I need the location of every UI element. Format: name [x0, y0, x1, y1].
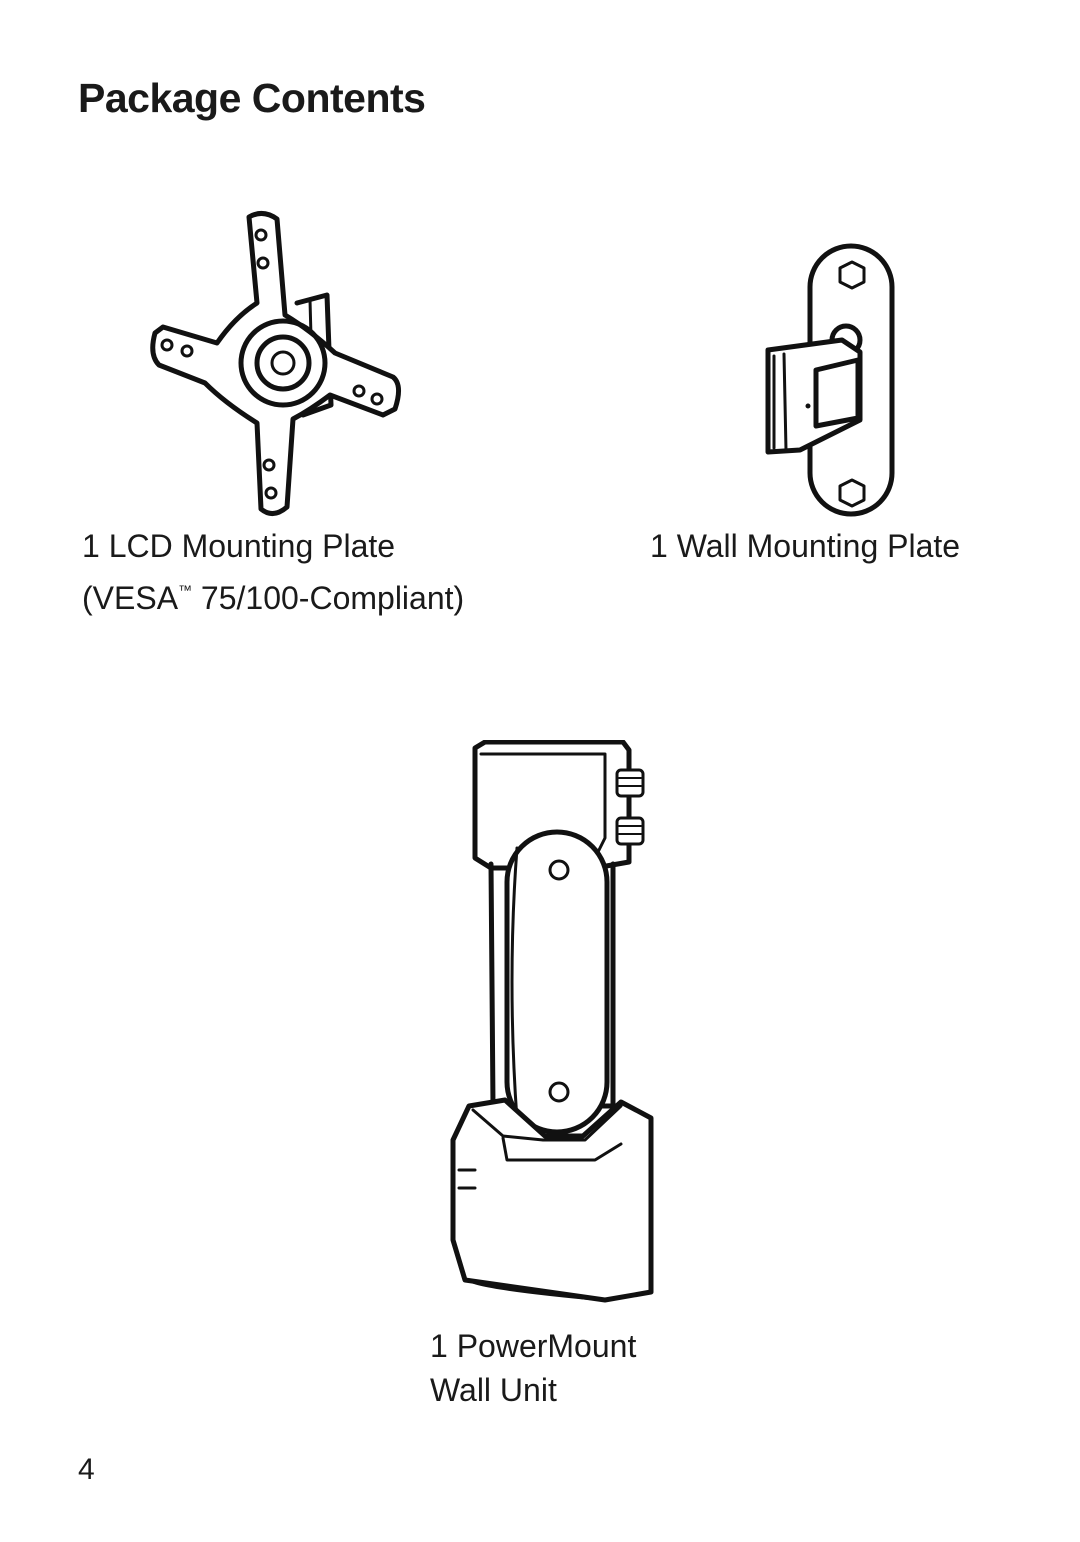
wall-mounting-plate-icon: [760, 240, 900, 520]
page-number: 4: [78, 1453, 95, 1486]
caption-line: Wall Unit: [430, 1372, 557, 1408]
lcd-mounting-plate-caption: 1 LCD Mounting Plate (VESA™ 75/100-Compl…: [82, 524, 464, 620]
caption-line: 1 Wall Mounting Plate: [650, 528, 961, 564]
page-title: Package Contents: [78, 75, 426, 121]
caption-line: 1 PowerMount: [430, 1328, 637, 1364]
caption-line: (VESA™ 75/100-Compliant): [82, 568, 464, 620]
powermount-wall-unit-icon: [445, 740, 660, 1305]
lcd-mounting-plate-icon: [145, 205, 405, 520]
powermount-wall-unit-caption: 1 PowerMount Wall Unit: [430, 1324, 636, 1412]
vesa-prefix: (VESA: [82, 580, 179, 616]
trademark-symbol: ™: [178, 582, 193, 598]
vesa-suffix: 75/100-Compliant): [192, 580, 465, 616]
caption-line: 1 LCD Mounting Plate: [82, 528, 396, 564]
wall-mounting-plate-caption: 1 Wall Mounting Plate: [650, 524, 960, 568]
